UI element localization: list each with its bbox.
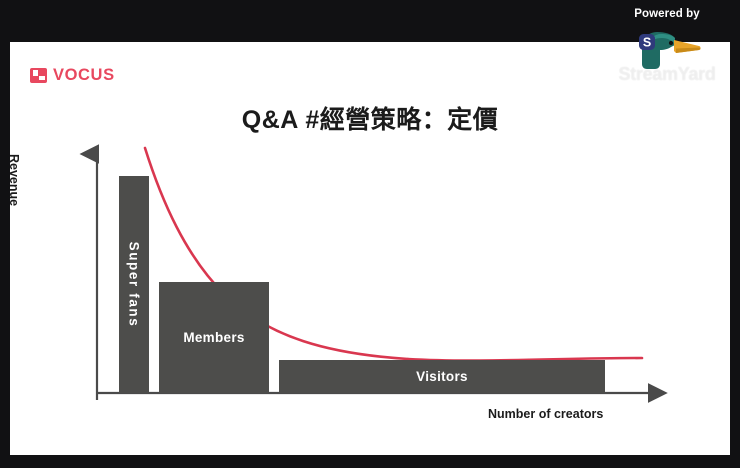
- revenue-vs-creators-chart: Revenue Number of creators Super fans Me…: [10, 42, 730, 455]
- streamyard-watermark: Powered by S StreamYard: [602, 4, 732, 92]
- page-title: Q&A #經營策略：定價: [241, 106, 499, 134]
- bar-super-fans: Super fans: [119, 176, 149, 393]
- streamyard-wordmark: StreamYard: [618, 64, 716, 84]
- presentation-slide: VOCUS Q&A #經營策略：定價: [10, 42, 730, 455]
- bar-label-super-fans: Super fans: [126, 241, 142, 328]
- powered-by-label: Powered by: [634, 8, 700, 20]
- bar-visitors: Visitors: [279, 360, 605, 393]
- bar-label-members: Members: [183, 330, 245, 345]
- x-axis-label: Number of creators: [488, 407, 604, 421]
- bar-label-visitors: Visitors: [416, 369, 468, 384]
- svg-text:S: S: [643, 35, 651, 49]
- y-axis-label: Revenue: [10, 154, 21, 207]
- chart-axes-and-curve: [79, 144, 668, 403]
- vocus-square-mark-icon: [30, 67, 47, 83]
- vocus-wordmark: VOCUS: [53, 66, 115, 84]
- bar-members: Members: [159, 282, 269, 393]
- vocus-logo: VOCUS: [30, 67, 115, 83]
- duck-mascot-icon: S: [639, 32, 701, 69]
